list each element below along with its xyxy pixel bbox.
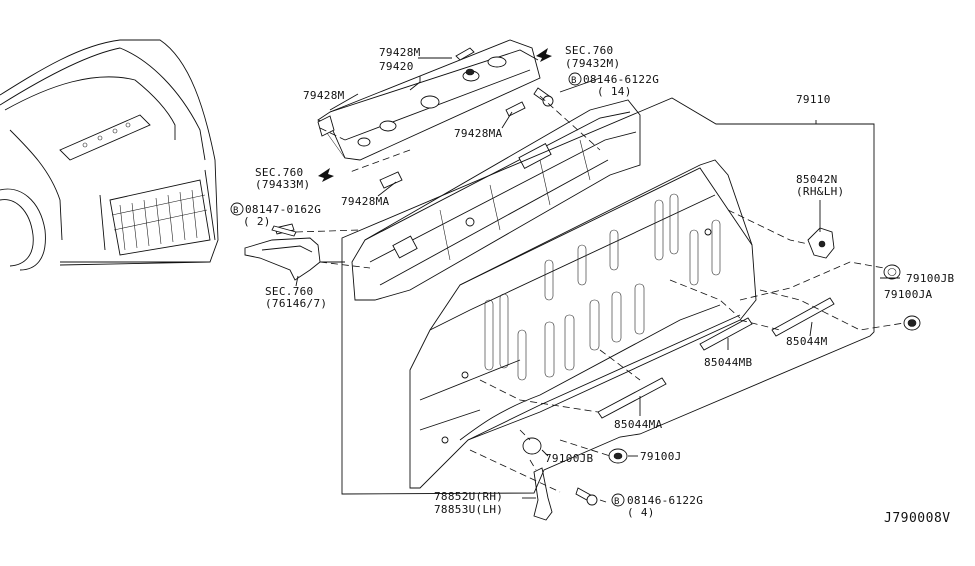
grommet-79100JA <box>903 315 921 331</box>
grommet-79100JB <box>883 264 901 280</box>
bolt-lower <box>575 487 598 506</box>
car-rear-illustration <box>0 39 219 271</box>
bolt-marker-bottom <box>611 493 625 507</box>
label-sec760-left: SEC.760 <box>255 166 303 179</box>
label-85042N: 85042N <box>796 173 838 186</box>
label-sec760-top: SEC.760 <box>565 44 613 57</box>
label-79428MA-b: 79428MA <box>341 195 390 208</box>
label-bolt-left: 08147-0162G <box>245 203 321 216</box>
label-85044MB: 85044MB <box>704 356 753 369</box>
label-sec760-bottom-sub: (76146/7) <box>265 297 327 310</box>
clip-79428M-b <box>317 115 335 137</box>
label-79110: 79110 <box>796 93 831 106</box>
strip-85044MB <box>699 317 753 351</box>
rear-panel-79110 <box>409 159 757 489</box>
bolt-left <box>271 225 297 237</box>
label-79428MA-a: 79428MA <box>454 127 503 140</box>
bolt-marker-left-letter: B <box>233 206 239 216</box>
label-sec760-left-sub: (79433M) <box>255 178 310 191</box>
strip-85044MA <box>597 377 667 419</box>
arrow-sec760-top <box>536 48 552 62</box>
label-bolt-left-qty: ( 2) <box>243 215 271 228</box>
bolt-marker-left <box>230 202 244 216</box>
label-79428M-b: 79428M <box>303 89 345 102</box>
strip-85044M <box>771 297 835 337</box>
bolt-upper <box>533 87 554 107</box>
label-bolt-top: 08146-6122G <box>583 73 659 86</box>
label-sec760-top-sub: (79432M) <box>565 57 620 70</box>
bolt-marker-bottom-letter: B <box>614 497 620 507</box>
label-79100JA: 79100JA <box>884 288 933 301</box>
upper-panel-79420 <box>317 39 541 161</box>
label-79100JB-b: 79100JB <box>545 452 594 465</box>
dashed-assembly-lines <box>295 95 905 493</box>
bracket-85042N <box>807 227 835 259</box>
label-78852U: 78852U(RH) <box>434 490 503 503</box>
label-79420: 79420 <box>379 60 414 73</box>
label-bolt-bottom-qty: ( 4) <box>627 506 655 519</box>
clip-79428M-a <box>455 47 475 61</box>
clip-79428MA-a <box>505 101 526 117</box>
label-79100JB-a: 79100JB <box>906 272 955 285</box>
arrow-sec760-left <box>318 168 334 182</box>
leader-lines <box>295 57 900 503</box>
label-85042N-sub: (RH&LH) <box>796 185 844 198</box>
label-85044MA: 85044MA <box>614 418 663 431</box>
boundary-79110 <box>341 97 875 495</box>
grommet-79100J <box>608 448 628 464</box>
label-85044M: 85044M <box>786 335 828 348</box>
label-79428M-a: 79428M <box>379 46 421 59</box>
bolt-marker-top-letter: B <box>571 76 577 86</box>
label-79100J: 79100J <box>640 450 682 463</box>
diagram-code: J790008V <box>884 511 951 526</box>
clip-79428MA-b <box>379 171 403 189</box>
bolt-marker-top <box>568 72 582 86</box>
label-sec760-bottom: SEC.760 <box>265 285 313 298</box>
label-78853U: 78853U(LH) <box>434 503 503 516</box>
label-bolt-bottom: 08146-6122G <box>627 494 703 507</box>
grommet-79100JB-lower <box>522 437 542 455</box>
label-bolt-top-qty: ( 14) <box>597 85 632 98</box>
bracket-78852U <box>533 467 553 521</box>
